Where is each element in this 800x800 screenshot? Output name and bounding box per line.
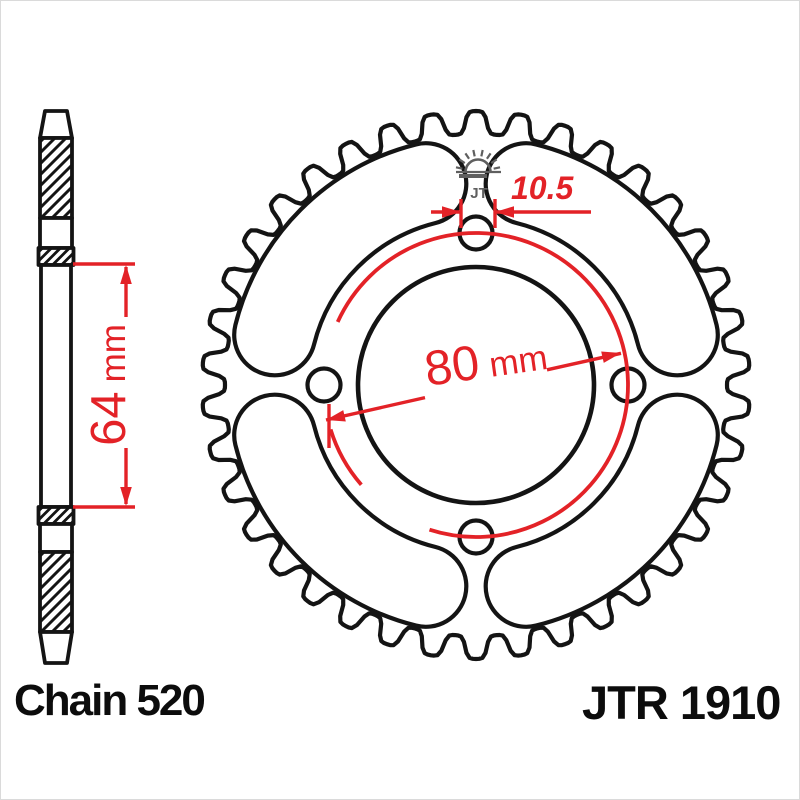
hole-diameter-value: 10.5 [511,170,574,206]
sprocket-side-view [36,109,76,665]
part-number-label: JTR 1910 [582,676,781,729]
jt-rising-sun-logo-icon: JT [455,149,501,202]
sprocket-front-view [200,108,752,662]
lightening-cutout [483,141,720,378]
bolt-circle-value: 80 [421,335,483,397]
side-span-label: 64 mm [81,324,137,446]
hole-diameter-label: 10.5 [511,170,573,207]
side-span-unit: mm [94,324,133,383]
bolt-hole [305,366,343,404]
side-span-value: 64 [82,391,136,446]
lightening-cutout [232,392,469,629]
jt-logo-text: JT [470,185,488,202]
bolt-circle-unit: mm [486,338,550,385]
lightening-cutout [483,392,720,629]
dimension-annotations [73,199,630,539]
lightening-cutout [232,141,469,378]
center-bore [355,264,597,506]
chain-size-label: Chain 520 [14,676,206,725]
